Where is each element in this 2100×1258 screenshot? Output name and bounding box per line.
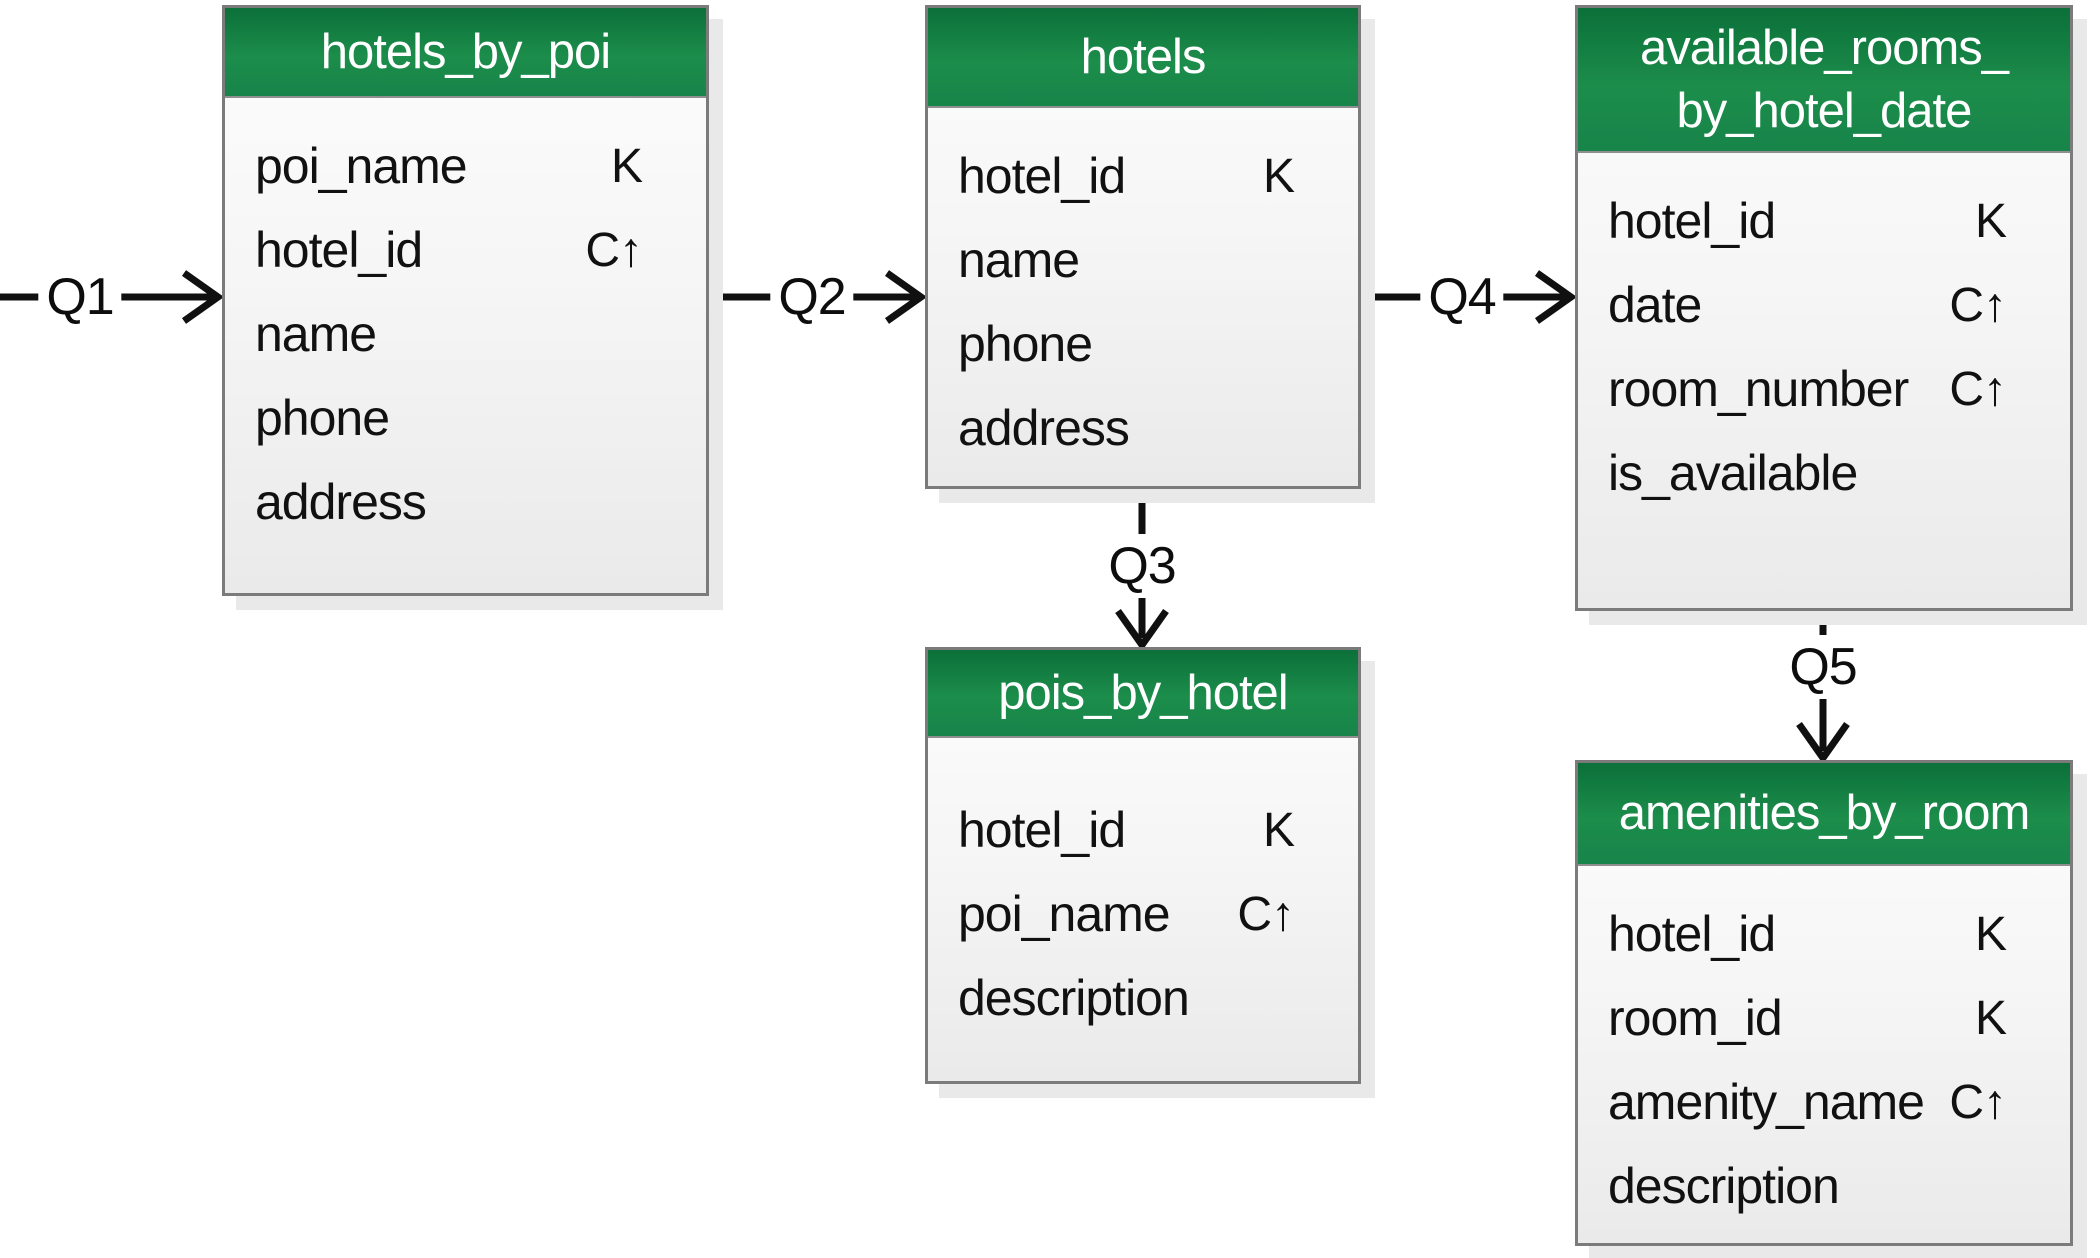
column-key-symbol: C↑ [1237,887,1295,941]
column-row: hotel_id K [928,134,1358,218]
column-name: room_number [1608,361,1909,417]
column-row: hotel_id K [1578,892,2070,976]
table-columns: hotel_id K room_id K amenity_name C↑ des… [1578,866,2070,1228]
column-name: description [958,970,1190,1026]
table-title-text: amenities_by_room [1618,786,2031,841]
column-row: date C↑ [1578,263,2070,347]
column-row: amenity_name C↑ [1578,1060,2070,1144]
table-title-text: hotels_by_poi [320,24,611,79]
column-name: poi_name [255,138,468,194]
column-name: date [1608,277,1702,333]
column-name: poi_name [958,886,1171,942]
column-name: room_id [1608,990,1783,1046]
table-title: available_rooms_ by_hotel_date [1578,8,2070,153]
q2-label: Q2 [770,265,854,329]
column-row: hotel_id C↑ [225,208,706,292]
column-key-symbol: K [1974,991,2007,1045]
column-row: address [225,460,706,544]
column-name: hotel_id [958,802,1126,858]
table-title-text: hotels [1080,29,1207,84]
column-row: phone [225,376,706,460]
table-columns: hotel_id K name phone address [928,108,1358,470]
column-row: description [1578,1144,2070,1228]
column-name: description [1608,1158,1840,1214]
table-columns: hotel_id K poi_name C↑ description [928,738,1358,1040]
table-available-rooms-by-hotel-date: available_rooms_ by_hotel_date hotel_id … [1575,5,2073,611]
column-name: hotel_id [1608,193,1776,249]
column-name: address [255,474,427,530]
column-name: name [958,232,1080,288]
table-title: hotels [928,8,1358,108]
table-title-line2: by_hotel_date [1676,83,1973,138]
column-row: hotel_id K [1578,179,2070,263]
column-row: is_available [1578,431,2070,515]
column-key-symbol: C↑ [1949,1075,2007,1129]
q1-label: Q1 [38,265,122,329]
table-pois-by-hotel: pois_by_hotel hotel_id K poi_name C↑ des… [925,647,1361,1084]
table-title: amenities_by_room [1578,763,2070,866]
q4-label: Q4 [1420,265,1504,329]
table-title-line1: available_rooms_ [1639,20,2009,75]
column-key-symbol: K [610,139,643,193]
table-title-text: pois_by_hotel [998,665,1288,720]
column-key-symbol: K [1262,803,1295,857]
column-name: phone [255,390,390,446]
table-columns: poi_name K hotel_id C↑ name phone addres… [225,98,706,544]
column-name: hotel_id [255,222,423,278]
table-hotels: hotels hotel_id K name phone address [925,5,1361,489]
column-name: name [255,306,377,362]
column-name: address [958,400,1130,456]
column-row: description [928,956,1358,1040]
column-key-symbol: C↑ [1949,278,2007,332]
table-title: hotels_by_poi [225,8,706,98]
column-row: poi_name C↑ [928,872,1358,956]
table-amenities-by-room: amenities_by_room hotel_id K room_id K a… [1575,760,2073,1246]
q5-label: Q5 [1781,635,1865,699]
table-columns: hotel_id K date C↑ room_number C↑ is_ava… [1578,153,2070,515]
column-name: phone [958,316,1093,372]
column-key-symbol: C↑ [585,223,643,277]
column-name: hotel_id [1608,906,1776,962]
table-hotels-by-poi: hotels_by_poi poi_name K hotel_id C↑ nam… [222,5,709,596]
column-row: name [225,292,706,376]
column-name: hotel_id [958,148,1126,204]
q3-label: Q3 [1100,534,1184,598]
column-key-symbol: K [1262,149,1295,203]
column-row: name [928,218,1358,302]
column-name: is_available [1608,445,1858,501]
column-row: phone [928,302,1358,386]
column-row: poi_name K [225,124,706,208]
table-title: pois_by_hotel [928,650,1358,738]
column-name: amenity_name [1608,1074,1925,1130]
column-row: hotel_id K [928,788,1358,872]
column-row: address [928,386,1358,470]
column-key-symbol: K [1974,907,2007,961]
column-key-symbol: K [1974,194,2007,248]
column-row: room_id K [1578,976,2070,1060]
column-row: room_number C↑ [1578,347,2070,431]
column-key-symbol: C↑ [1949,362,2007,416]
